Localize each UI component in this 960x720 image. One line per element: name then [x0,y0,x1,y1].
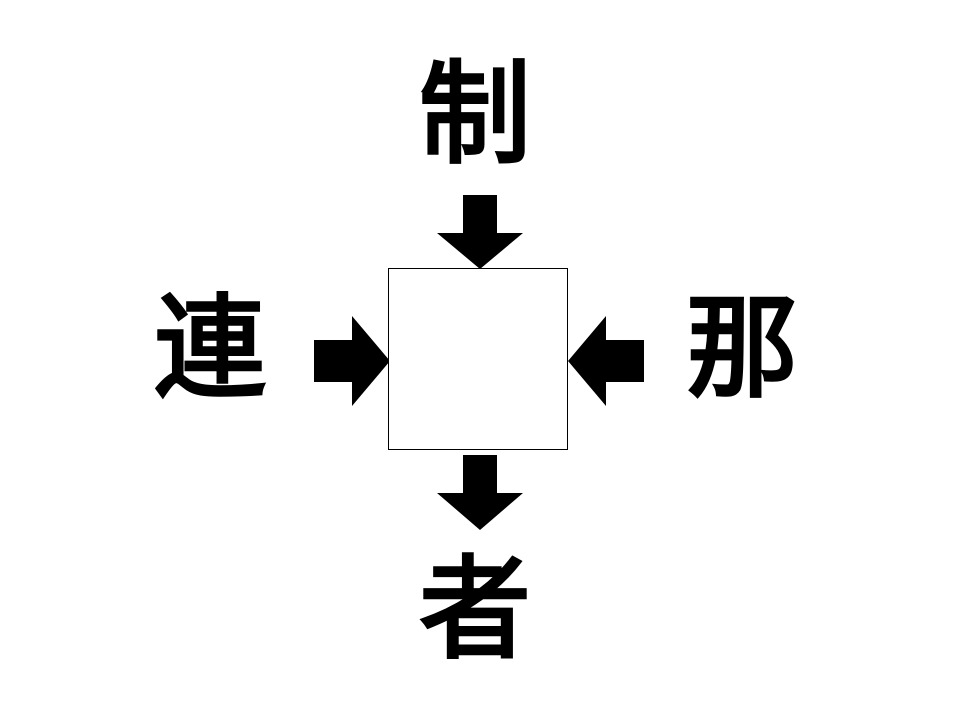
kanji-bottom: 者 [419,545,531,675]
arrow-left-icon [568,316,644,406]
kanji-right: 那 [686,284,798,414]
kanji-left: 連 [154,284,266,414]
arrow-down-icon [437,195,523,269]
answer-box[interactable] [388,268,568,450]
kanji-top: 制 [419,50,531,180]
arrow-down-icon [437,455,523,530]
arrow-right-icon [314,316,390,406]
